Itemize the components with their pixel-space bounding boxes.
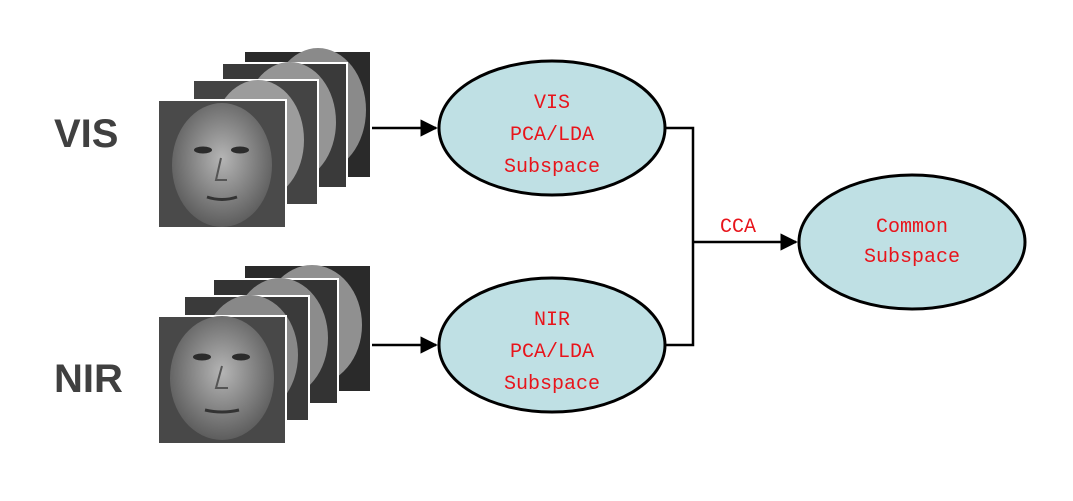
nir-label: NIR (54, 357, 123, 401)
common-subspace-node (797, 173, 1027, 311)
nir-subspace-line-3: Subspace (504, 373, 600, 396)
common-subspace-line-2: Subspace (864, 246, 960, 269)
vis-merge-connector (665, 126, 695, 242)
common-subspace-line-1: Common (876, 216, 948, 239)
vis-face-image-front-face (172, 103, 272, 227)
nir-left-eye-icon (193, 353, 211, 361)
nir-subspace-line-2: PCA/LDA (510, 341, 594, 364)
vis-nose-icon (214, 157, 227, 181)
nir-nose-icon (214, 365, 228, 389)
vis-left-eye-icon (194, 146, 212, 154)
vis-subspace-line-2: PCA/LDA (510, 124, 594, 147)
cca-label: CCA (720, 216, 756, 239)
vis-subspace-line-3: Subspace (504, 156, 600, 179)
nir-face-image-front-face (170, 316, 274, 440)
nir-face-stack (157, 265, 370, 445)
vis-mouth-icon (206, 195, 238, 201)
nir-mouth-icon (204, 408, 240, 414)
nir-subspace-line-1: NIR (534, 309, 570, 332)
vis-face-stack (157, 48, 370, 229)
nir-merge-connector (665, 242, 695, 347)
nir-right-eye-icon (232, 353, 250, 361)
vis-subspace-line-1: VIS (534, 92, 570, 115)
vis-right-eye-icon (231, 146, 249, 154)
vis-label: VIS (54, 112, 119, 156)
